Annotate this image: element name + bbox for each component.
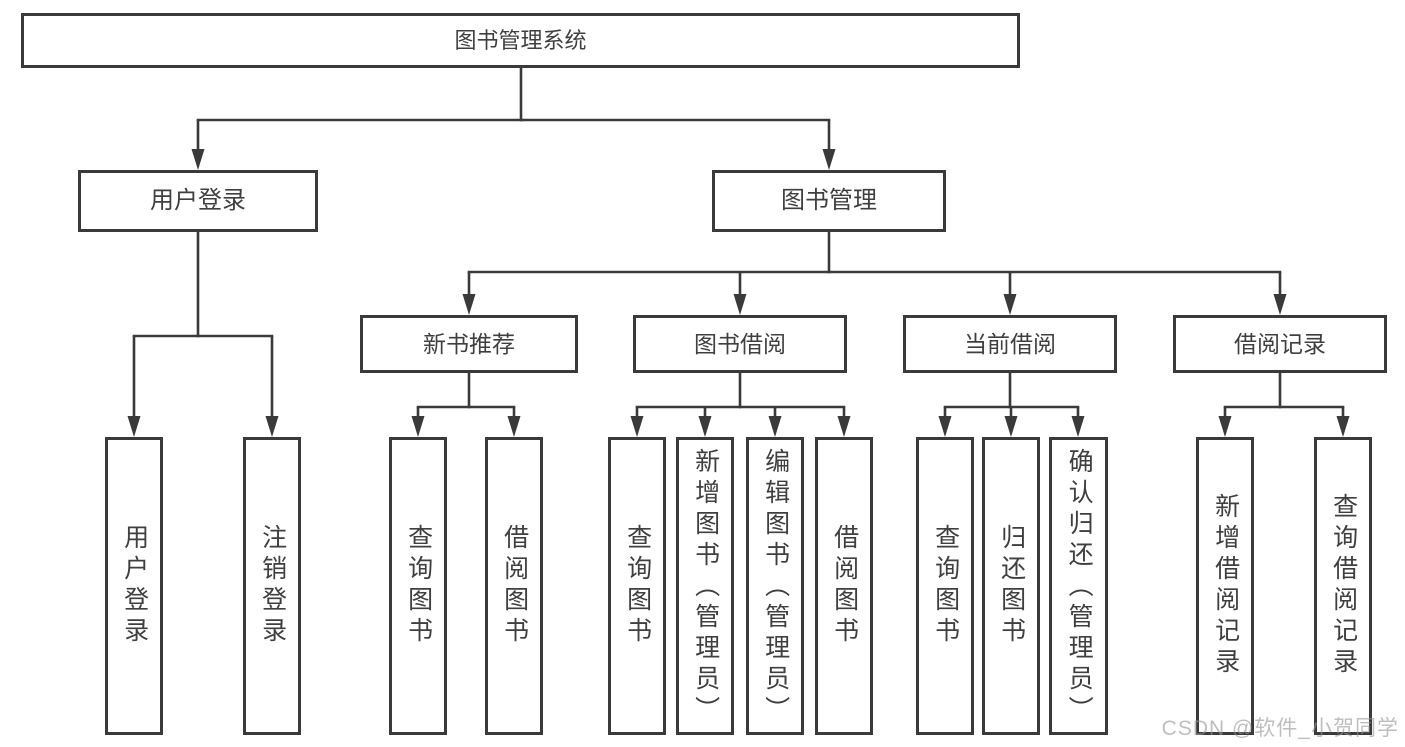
csdn-watermark: CSDN @软件_小贺同学: [1161, 717, 1399, 740]
node-new-book-recommendation: 新书推荐: [360, 315, 578, 373]
node-borrow-books-action: 借阅图书: [815, 437, 873, 735]
node-user-login-action: 用户登录: [105, 437, 163, 735]
node-return-books: 归还图书: [982, 437, 1040, 735]
node-book-borrowing: 图书借阅: [633, 315, 847, 373]
node-query-books-recommend: 查询图书: [389, 437, 447, 735]
node-query-borrow-record: 查询借阅记录: [1314, 437, 1372, 735]
node-borrowing-records: 借阅记录: [1173, 315, 1387, 373]
node-edit-books-admin: 编辑图书（管理员）: [746, 437, 804, 735]
node-book-management: 图书管理: [712, 170, 946, 232]
node-current-borrowing: 当前借阅: [903, 315, 1117, 373]
node-query-books-borrow: 查询图书: [608, 437, 666, 735]
node-query-books-current: 查询图书: [916, 437, 974, 735]
node-logout-action: 注销登录: [243, 437, 301, 735]
node-confirm-return-admin: 确认归还（管理员）: [1049, 437, 1108, 735]
node-add-books-admin: 新增图书（管理员）: [676, 437, 734, 735]
node-borrow-books-recommend: 借阅图书: [485, 437, 543, 735]
node-user-login: 用户登录: [78, 170, 318, 232]
node-library-management-system: 图书管理系统: [21, 13, 1020, 68]
node-add-borrow-record: 新增借阅记录: [1196, 437, 1254, 735]
